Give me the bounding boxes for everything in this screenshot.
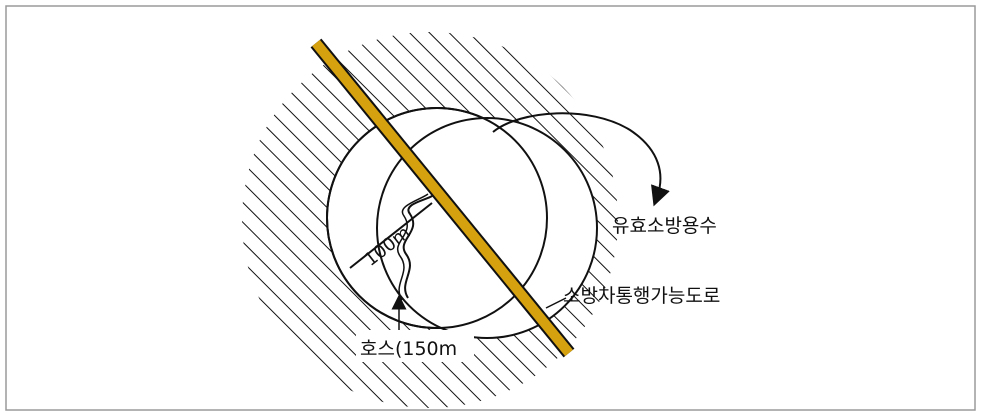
- effective-water-label: 유효소방용수: [612, 215, 717, 237]
- coverage-circle-right: [376, 117, 598, 339]
- fire-truck-road-label: 소방차통행가능도로: [563, 285, 720, 307]
- road-pointer-tick: [545, 297, 567, 309]
- hose-path: [402, 195, 433, 299]
- radius-line: [349, 202, 433, 269]
- hose-label: 호스(150m: [360, 338, 457, 360]
- effective-water-pointer-arrow: [492, 112, 670, 207]
- figure-frame: [5, 5, 976, 411]
- fire-truck-road: [312, 39, 573, 357]
- hose-label-bg: [356, 330, 474, 362]
